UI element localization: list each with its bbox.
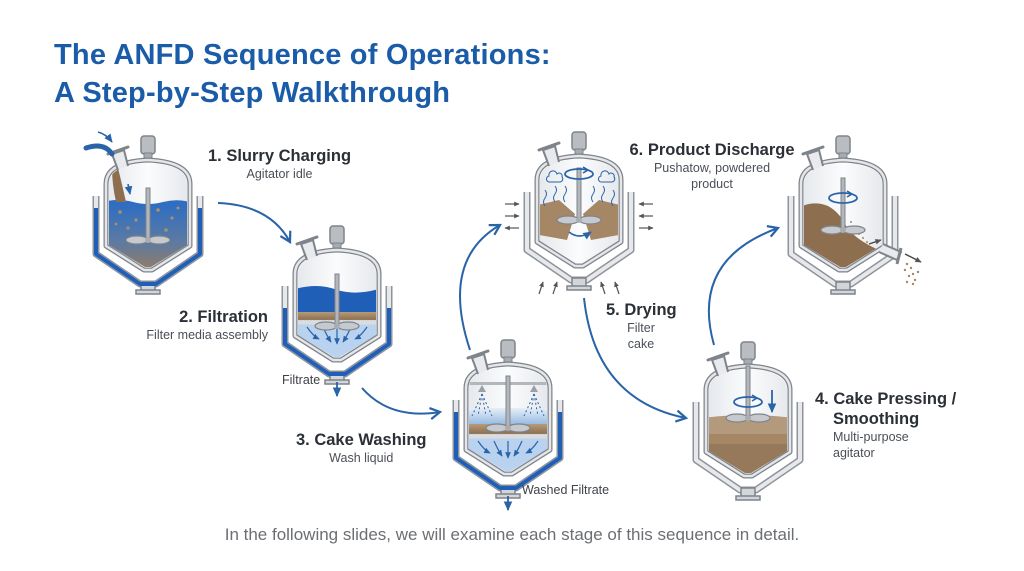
vessel-product-discharge-icon [791,134,922,294]
vessel-cake-washing-icon [456,338,560,512]
step-6-note-line-1: Pushatow, powdered [653,161,771,175]
flow-arrow-1-to-2 [217,202,292,244]
filtrate-label: Filtrate [282,373,321,387]
flow-arrow-2-to-3 [361,387,443,420]
step-2-label: 2. Filtration Filter media assembly [128,307,268,343]
flow-arrow-3-to-5 [459,223,502,351]
title-line-1: The ANFD Sequence of Operations: [54,39,551,71]
step-3-heading: 3. Cake Washing [296,431,427,449]
step-5-note-line-2: cake [627,337,655,351]
step-6-heading: 6. Product Discharge [629,141,795,159]
step-3-note: Wash liquid [329,451,394,465]
step-6-label: 6. Product Discharge Pushatow, powdered … [627,140,797,192]
step-5-note-line-1: Filter [627,321,655,335]
step-4-heading-line-2: Smoothing [833,410,920,428]
step-3-label: 3. Cake Washing Wash liquid [296,430,427,466]
vessel-filtration-icon [285,224,389,398]
footer-caption: In the following slides, we will examine… [224,525,800,544]
page-title: The ANFD Sequence of Operations: A Step-… [54,36,551,112]
step-6-note-line-2: product [691,177,733,191]
vessel-drying-icon [504,130,654,295]
flow-arrow-4-to-6 [707,224,781,346]
washed-filtrate-label: Washed Filtrate [522,483,610,497]
step-4-note-line-1: Multi-purpose [833,430,909,444]
vessel-cake-pressing-icon [696,340,800,500]
title-line-2: A Step-by-Step Walkthrough [54,77,451,109]
step-5-label: 5. Drying Filter cake [606,300,677,352]
step-5-heading: 5. Drying [606,301,677,319]
step-4-heading-line-1: 4. Cake Pressing / [815,390,957,408]
step-1-label: 1. Slurry Charging Agitator idle [208,146,351,182]
step-2-note: Filter media assembly [146,328,268,342]
vessel-slurry-charging-icon [83,131,200,294]
step-1-note: Agitator idle [246,167,313,181]
step-4-label: 4. Cake Pressing / Smoothing Multi-purpo… [815,389,956,461]
step-4-note-line-2: agitator [833,446,875,460]
step-2-heading: 2. Filtration [179,308,268,326]
step-1-heading: 1. Slurry Charging [208,147,352,165]
flow-arrow-5-to-4 [583,297,689,423]
